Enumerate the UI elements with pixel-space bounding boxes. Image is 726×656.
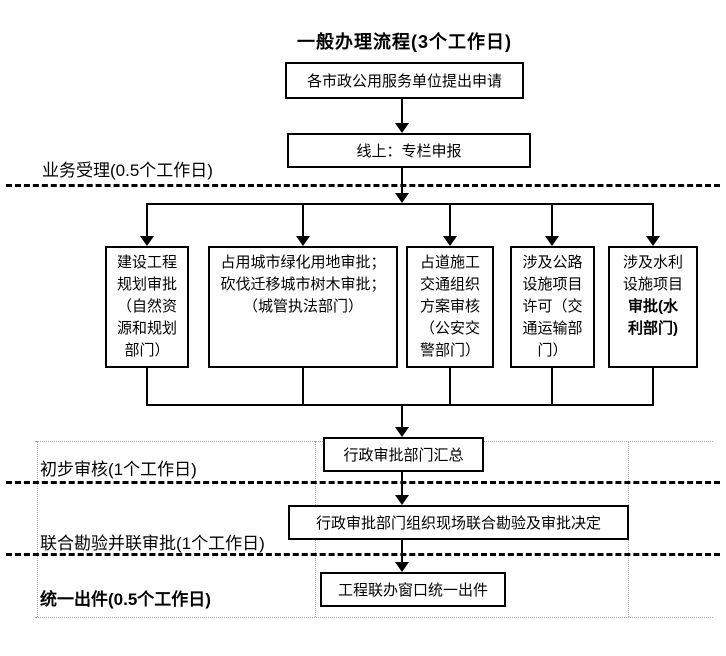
stage-label-preliminary: 初步审核(1个工作日): [40, 460, 197, 479]
branch-riser-4: [551, 368, 553, 406]
stage-label-acceptance: 业务受理(0.5个工作日): [42, 161, 213, 180]
dept-box-traffic-plan: 占道施工 交通组织 方案审核 （公安交 警部门）: [406, 246, 494, 368]
stage-divider-preliminary: [6, 481, 720, 484]
branch-drop-5: [652, 205, 654, 236]
stage-divider-acceptance: [6, 184, 720, 187]
branch-drop-2: [302, 205, 304, 236]
branch-arrowhead-1-icon: [140, 236, 154, 246]
dept-box-construction-planning-text: 建设工程 规划审批 （自然资 源和规划 部门）: [116, 254, 177, 359]
branch-drop-3: [449, 205, 451, 236]
dept-box-traffic-plan-text: 占道施工 交通组织 方案审核 （公安交 警部门）: [419, 254, 480, 359]
dept-box-water-text: 涉及水利 设施项目: [622, 254, 683, 293]
box-output: 工程联办窗口统一出件: [320, 572, 506, 607]
connector-online-distribution: [401, 164, 403, 194]
connector-joint-output: [401, 536, 403, 563]
branch-riser-3: [449, 368, 451, 406]
branch-arrowhead-4-icon: [545, 236, 559, 246]
connector-apply-online: [401, 95, 403, 124]
branch-arrowhead-5-icon: [646, 236, 660, 246]
box-apply: 各市政公用服务单位提出申请: [285, 62, 524, 99]
arrowhead-summary-icon: [395, 427, 409, 437]
branch-drop-1: [146, 205, 148, 236]
connector-summary-joint: [401, 468, 403, 496]
arrowhead-distribution-icon: [395, 193, 409, 203]
box-joint-inspection-label: 行政审批部门组织现场联合勘验及审批决定: [315, 515, 601, 532]
arrowhead-output-icon: [395, 562, 409, 572]
box-summary-label: 行政审批部门汇总: [343, 447, 464, 464]
dept-box-green-land-text: 占用城市绿化用地审批； 砍伐迁移城市树木审批； （城管执法部门）: [220, 254, 386, 315]
box-output-label: 工程联办窗口统一出件: [337, 582, 488, 599]
branch-drop-4: [551, 205, 553, 236]
dept-box-construction-planning: 建设工程 规划审批 （自然资 源和规划 部门）: [105, 246, 189, 368]
box-online-label: 线上：专栏申报: [356, 143, 462, 160]
stage-label-output: 统一出件(0.5个工作日): [40, 590, 211, 609]
box-online: 线上：专栏申报: [287, 133, 531, 168]
collector-line: [146, 404, 654, 406]
connector-collector-summary: [401, 406, 403, 428]
dept-box-highway-text: 涉及公路 设施项目 许可（交 通运输部 门）: [522, 254, 583, 359]
stage-label-joint: 联合勘验并联审批(1个工作日): [40, 534, 265, 553]
branch-arrowhead-2-icon: [296, 236, 310, 246]
flowchart-title: 一般办理流程(3个工作日): [297, 32, 512, 52]
distribution-line: [146, 203, 654, 205]
stage-divider-joint: [6, 553, 720, 556]
arrowhead-joint-icon: [395, 495, 409, 505]
dept-box-highway: 涉及公路 设施项目 许可（交 通运输部 门）: [510, 246, 595, 368]
branch-riser-2: [302, 368, 304, 406]
grid-dotted-vertical-left: [37, 441, 38, 617]
dept-box-water-bold-text: 审批(水 利部门): [628, 298, 678, 337]
box-joint-inspection: 行政审批部门组织现场联合勘验及审批决定: [288, 505, 629, 540]
box-summary: 行政审批部门汇总: [323, 437, 484, 472]
box-apply-label: 各市政公用服务单位提出申请: [306, 73, 502, 90]
grid-dotted-horizontal-bottom: [35, 617, 713, 618]
branch-riser-5: [652, 368, 654, 406]
dept-box-water: 涉及水利 设施项目 审批(水 利部门): [608, 246, 698, 368]
branch-arrowhead-3-icon: [443, 236, 457, 246]
branch-riser-1: [146, 368, 148, 406]
arrowhead-online-icon: [395, 123, 409, 133]
dept-box-green-land: 占用城市绿化用地审批； 砍伐迁移城市树木审批； （城管执法部门）: [208, 246, 398, 368]
